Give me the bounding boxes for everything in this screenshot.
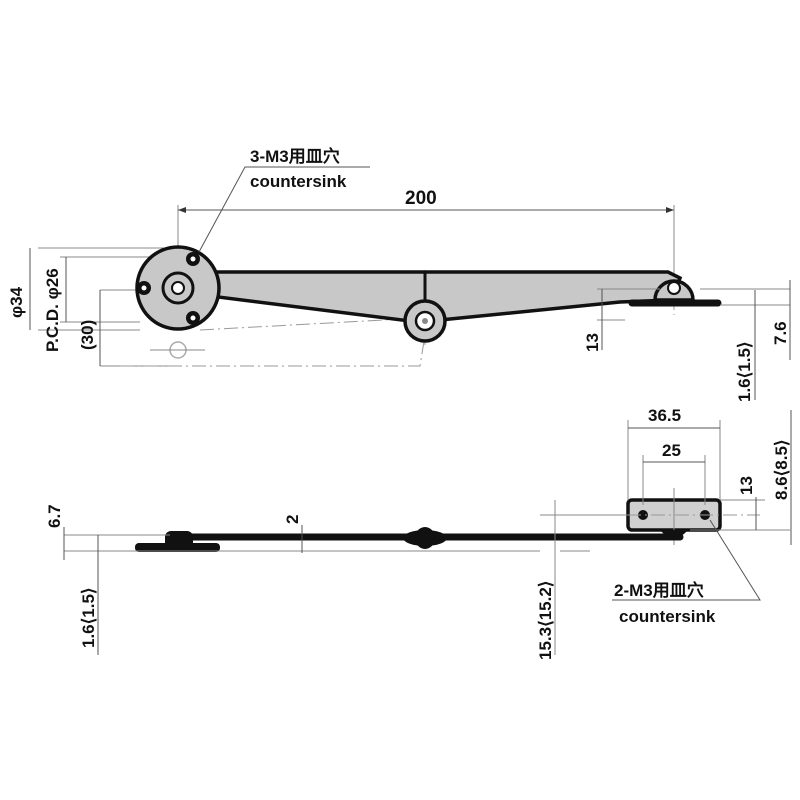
dim-base-height: 6.7 — [45, 504, 64, 528]
dim-offset-30: (30) — [78, 320, 97, 350]
dim-base-diameter: φ34 — [7, 286, 26, 318]
dim-arm-thickness: 2 — [283, 515, 302, 524]
dim-hole-pitch: 25 — [662, 441, 681, 460]
top-view: 3-M3用皿穴 countersink 200 φ34 P.C.D. φ26 (… — [7, 146, 791, 402]
dim-base-thickness: 1.6⟨1.5⟩ — [79, 587, 98, 648]
side-callout-line1: 2-M3用皿穴 — [614, 580, 704, 600]
dim-offset-height: 15.3⟨15.2⟩ — [536, 581, 555, 660]
dim-pcd: P.C.D. φ26 — [43, 268, 62, 352]
dim-length-200: 200 — [405, 188, 437, 209]
dim-bracket-width: 36.5 — [648, 406, 681, 425]
top-callout-line1: 3-M3用皿穴 — [250, 146, 340, 166]
dim-thickness-right: 1.6⟨1.5⟩ — [735, 341, 754, 402]
dim-bracket-hole-offset: 13 — [737, 476, 756, 495]
dim-bracket-total: 8.6⟨8.5⟩ — [772, 439, 791, 500]
side-view: 36.5 25 13 8.6⟨8.5⟩ 6.7 1.6⟨1.5⟩ 2 15.3⟨… — [45, 406, 792, 660]
top-callout-line2: countersink — [250, 172, 347, 191]
dim-arm-height: 13 — [583, 333, 602, 352]
side-callout-line2: countersink — [619, 607, 716, 626]
dim-bracket-height: 7.6 — [771, 321, 790, 345]
